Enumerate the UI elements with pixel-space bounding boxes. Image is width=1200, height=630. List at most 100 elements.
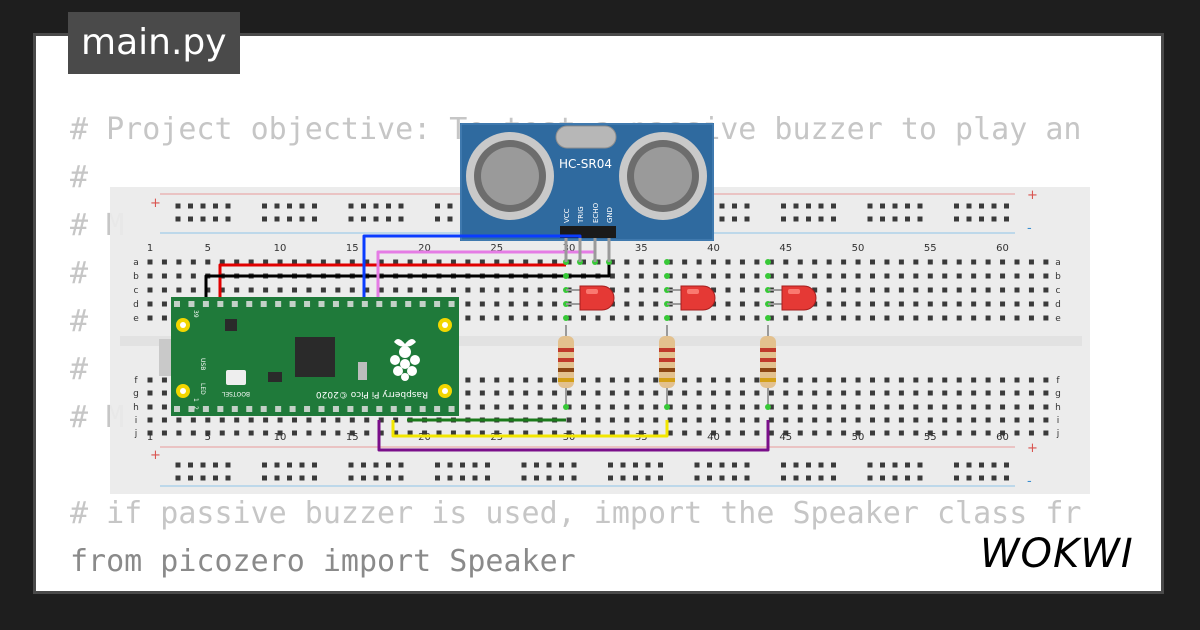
- breadboard-hole[interactable]: [638, 301, 644, 307]
- rail-hole[interactable]: [781, 216, 786, 222]
- breadboard-hole[interactable]: [783, 273, 789, 279]
- breadboard-hole[interactable]: [465, 390, 471, 396]
- breadboard-hole[interactable]: [956, 377, 962, 383]
- breadboard-hole[interactable]: [552, 377, 558, 383]
- breadboard-hole[interactable]: [739, 430, 745, 436]
- breadboard-hole[interactable]: [855, 315, 861, 321]
- rail-hole[interactable]: [299, 475, 305, 481]
- breadboard-hole[interactable]: [898, 273, 904, 279]
- rail-hole[interactable]: [200, 462, 206, 468]
- rail-hole[interactable]: [348, 216, 354, 222]
- breadboard-hole[interactable]: [566, 404, 572, 410]
- breadboard-hole[interactable]: [638, 417, 644, 423]
- breadboard-hole[interactable]: [653, 430, 659, 436]
- breadboard-hole[interactable]: [682, 315, 688, 321]
- rail-hole[interactable]: [485, 475, 490, 481]
- breadboard-hole[interactable]: [292, 287, 297, 293]
- pico-pin[interactable]: [202, 301, 209, 307]
- rail-hole[interactable]: [744, 462, 750, 468]
- breadboard-hole[interactable]: [479, 315, 485, 321]
- breadboard-hole[interactable]: [147, 301, 153, 307]
- rail-hole[interactable]: [818, 203, 824, 209]
- rail-hole[interactable]: [781, 203, 786, 209]
- rail-hole[interactable]: [200, 216, 206, 222]
- breadboard-hole[interactable]: [1043, 430, 1049, 436]
- breadboard-hole[interactable]: [682, 417, 688, 423]
- rail-hole[interactable]: [905, 216, 910, 222]
- breadboard-hole[interactable]: [739, 287, 745, 293]
- pico-pin[interactable]: [246, 406, 253, 412]
- rail-hole[interactable]: [892, 462, 898, 468]
- breadboard-hole[interactable]: [263, 417, 269, 423]
- rail-hole[interactable]: [299, 203, 305, 209]
- breadboard-hole[interactable]: [870, 273, 875, 279]
- breadboard-hole[interactable]: [1028, 377, 1034, 383]
- rail-hole[interactable]: [867, 475, 873, 481]
- breadboard-hole[interactable]: [1014, 417, 1020, 423]
- breadboard-hole[interactable]: [696, 273, 702, 279]
- breadboard-hole[interactable]: [682, 259, 688, 265]
- breadboard-hole[interactable]: [494, 287, 500, 293]
- breadboard-hole[interactable]: [898, 430, 904, 436]
- breadboard-hole[interactable]: [407, 430, 413, 436]
- breadboard-hole[interactable]: [176, 287, 182, 293]
- breadboard-hole[interactable]: [277, 287, 283, 293]
- breadboard-hole[interactable]: [1043, 259, 1049, 265]
- rail-hole[interactable]: [559, 462, 564, 468]
- rail-hole[interactable]: [373, 203, 379, 209]
- rail-hole[interactable]: [398, 203, 404, 209]
- rail-hole[interactable]: [694, 475, 700, 481]
- breadboard-hole[interactable]: [913, 377, 919, 383]
- breadboard-hole[interactable]: [320, 259, 326, 265]
- rail-hole[interactable]: [806, 475, 811, 481]
- breadboard-hole[interactable]: [638, 404, 644, 410]
- breadboard-hole[interactable]: [465, 259, 471, 265]
- rail-hole[interactable]: [348, 462, 354, 468]
- breadboard-hole[interactable]: [349, 287, 355, 293]
- rail-hole[interactable]: [447, 475, 453, 481]
- breadboard-hole[interactable]: [754, 301, 760, 307]
- breadboard-hole[interactable]: [855, 259, 861, 265]
- breadboard-hole[interactable]: [422, 259, 428, 265]
- breadboard-hole[interactable]: [147, 315, 153, 321]
- rail-hole[interactable]: [274, 475, 280, 481]
- breadboard-hole[interactable]: [494, 301, 500, 307]
- breadboard-hole[interactable]: [219, 287, 225, 293]
- breadboard-hole[interactable]: [479, 377, 485, 383]
- rail-hole[interactable]: [620, 475, 626, 481]
- breadboard-hole[interactable]: [841, 273, 847, 279]
- rail-hole[interactable]: [435, 203, 440, 209]
- breadboard-hole[interactable]: [523, 430, 529, 436]
- breadboard-hole[interactable]: [826, 430, 832, 436]
- breadboard-hole[interactable]: [1000, 315, 1006, 321]
- pico-pin[interactable]: [347, 301, 354, 307]
- breadboard-hole[interactable]: [956, 390, 962, 396]
- breadboard-hole[interactable]: [826, 273, 832, 279]
- breadboard-hole[interactable]: [1014, 259, 1020, 265]
- breadboard-hole[interactable]: [161, 287, 167, 293]
- rail-hole[interactable]: [534, 462, 539, 468]
- breadboard-hole[interactable]: [234, 259, 240, 265]
- breadboard-hole[interactable]: [161, 377, 167, 383]
- breadboard-hole[interactable]: [812, 287, 818, 293]
- breadboard-hole[interactable]: [812, 390, 818, 396]
- breadboard-hole[interactable]: [797, 377, 803, 383]
- breadboard-hole[interactable]: [884, 404, 890, 410]
- breadboard-hole[interactable]: [956, 315, 962, 321]
- breadboard-hole[interactable]: [609, 287, 615, 293]
- breadboard-hole[interactable]: [161, 315, 167, 321]
- breadboard-hole[interactable]: [624, 430, 630, 436]
- breadboard-hole[interactable]: [161, 301, 167, 307]
- breadboard-hole[interactable]: [393, 417, 399, 423]
- breadboard-hole[interactable]: [1028, 390, 1034, 396]
- breadboard-hole[interactable]: [581, 417, 586, 423]
- breadboard-hole[interactable]: [234, 287, 240, 293]
- rail-hole[interactable]: [831, 203, 836, 209]
- rail-hole[interactable]: [905, 475, 910, 481]
- breadboard-hole[interactable]: [465, 287, 471, 293]
- breadboard-hole[interactable]: [219, 417, 225, 423]
- breadboard-hole[interactable]: [624, 259, 630, 265]
- rail-hole[interactable]: [485, 462, 490, 468]
- breadboard-hole[interactable]: [479, 259, 485, 265]
- breadboard-hole[interactable]: [841, 259, 847, 265]
